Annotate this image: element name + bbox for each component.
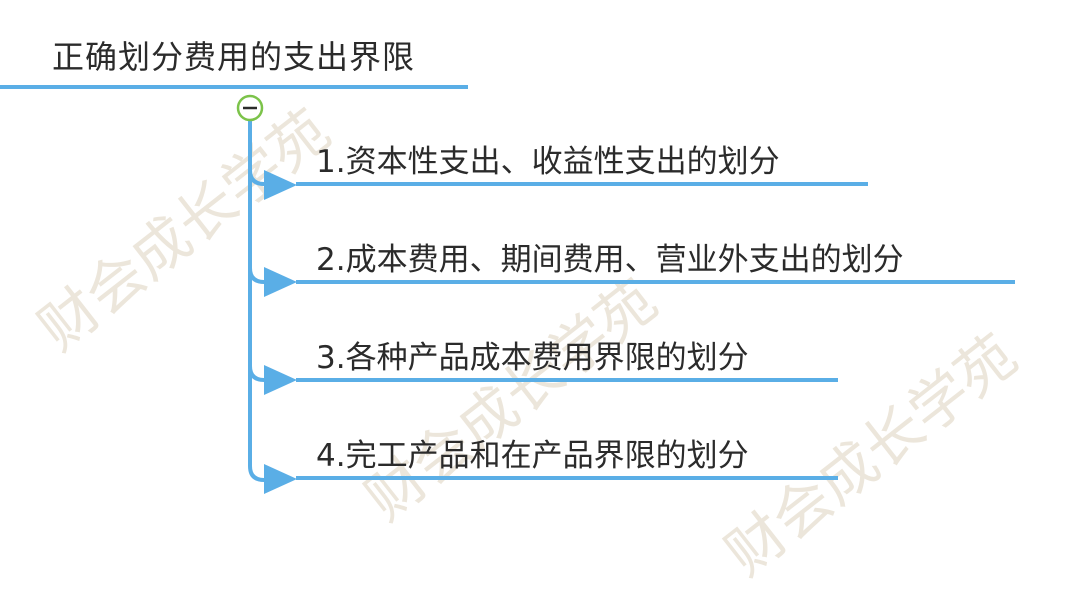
arrow-right-icon — [264, 267, 297, 297]
branch-stub-2 — [248, 267, 272, 284]
arrow-right-icon — [264, 464, 297, 494]
spine-line — [248, 120, 265, 482]
minus-circle-icon[interactable] — [236, 94, 264, 122]
arrow-right-icon — [264, 170, 297, 200]
branch-topic-3[interactable]: 3.各种产品成本费用界限的划分 — [316, 340, 749, 376]
root-topic[interactable]: 正确划分费用的支出界限 — [52, 38, 416, 76]
arrow-right-icon — [264, 365, 297, 395]
branch-topic-1[interactable]: 1.资本性支出、收益性支出的划分 — [316, 144, 780, 180]
mindmap-canvas: 财会成长学苑 财会成长学苑 财会成长学苑 正确划分费用的支出界限 1.资本性支出… — [0, 38, 1029, 589]
branch-topic-4[interactable]: 4.完工产品和在产品界限的划分 — [316, 438, 749, 474]
connector-lines — [0, 85, 1015, 494]
branch-stub-3 — [248, 365, 272, 382]
branch-topic-2[interactable]: 2.成本费用、期间费用、营业外支出的划分 — [316, 242, 904, 278]
branch-stub-1 — [248, 169, 272, 186]
